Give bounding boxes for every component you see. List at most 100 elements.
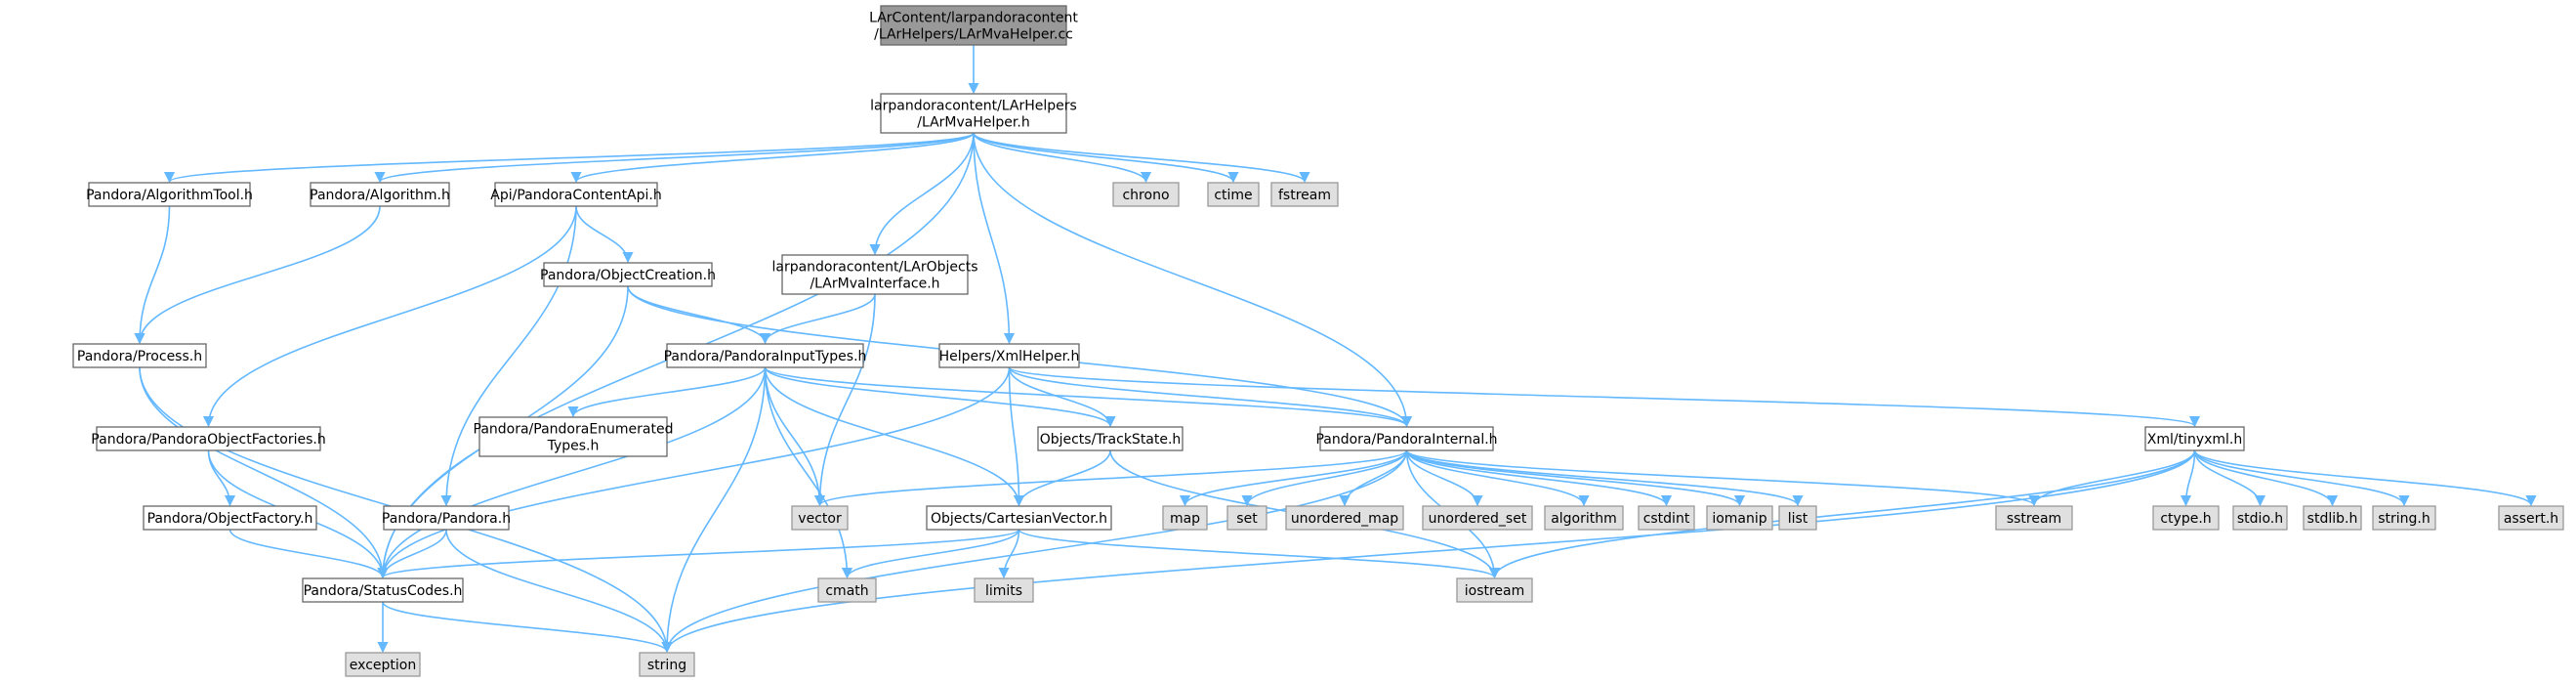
edge-xmlhelper-to-trackstate bbox=[1008, 366, 1116, 428]
edge-tinyxml-to-stdlib bbox=[2193, 449, 2339, 507]
edge-internal-to-algorithm bbox=[1405, 449, 1590, 507]
edge-xmlhelper-to-statuscodes bbox=[377, 366, 1011, 579]
node-fstream: fstream bbox=[1270, 182, 1339, 207]
node-label: unordered_set bbox=[1429, 511, 1527, 527]
edge-inputtypes-to-statuscodes bbox=[377, 366, 767, 579]
node-algtool[interactable]: Pandora/AlgorithmTool.h bbox=[86, 182, 253, 207]
edge-internal-to-uset bbox=[1405, 449, 1483, 507]
node-label: /LArMvaHelper.h bbox=[917, 115, 1029, 131]
node-label: ctime bbox=[1214, 188, 1252, 203]
node-label: list bbox=[1788, 511, 1808, 527]
edge-cartesian-to-iostream bbox=[1018, 529, 1500, 579]
edge-tinyxml-to-sstream bbox=[2028, 449, 2196, 507]
node-objfactories[interactable]: Pandora/PandoraObjectFactories.h bbox=[91, 426, 326, 451]
node-exception: exception bbox=[345, 652, 421, 677]
edge-cartesian-to-limits bbox=[998, 529, 1020, 579]
node-label: Pandora/PandoraObjectFactories.h bbox=[91, 432, 325, 448]
edge-api-to-pandora bbox=[440, 205, 577, 507]
edge-inputtypes-to-enumtypes bbox=[567, 366, 767, 418]
edge-tinyxml-to-string bbox=[661, 449, 2196, 654]
node-objfactory[interactable]: Pandora/ObjectFactory.h bbox=[143, 505, 317, 531]
node-umap: unordered_map bbox=[1285, 505, 1404, 531]
node-stdlib: stdlib.h bbox=[2303, 505, 2362, 531]
node-label: cmath bbox=[825, 583, 868, 599]
node-label: Pandora/StatusCodes.h bbox=[304, 583, 463, 599]
edge-mvahelper-to-api bbox=[570, 132, 975, 184]
node-api[interactable]: Api/PandoraContentApi.h bbox=[490, 182, 662, 207]
node-layer: LArContent/larpandoracontent/LArHelpers/… bbox=[72, 5, 2564, 677]
node-mvahelper[interactable]: larpandoracontent/LArHelpers/LArMvaHelpe… bbox=[870, 93, 1077, 134]
node-label: Objects/TrackState.h bbox=[1040, 432, 1182, 448]
edge-internal-to-map bbox=[1179, 449, 1408, 507]
edge-mvahelper-to-mvainterface bbox=[869, 132, 975, 256]
edge-inputtypes-to-string bbox=[661, 366, 767, 654]
node-internal[interactable]: Pandora/PandoraInternal.h bbox=[1315, 426, 1498, 451]
edge-mvainterface-to-inputtypes bbox=[759, 293, 876, 345]
edge-algtool-to-process bbox=[134, 205, 171, 345]
node-xmlhelper[interactable]: Helpers/XmlHelper.h bbox=[938, 343, 1080, 368]
edge-internal-to-cstdint bbox=[1405, 449, 1672, 507]
node-chrono: chrono bbox=[1112, 182, 1180, 207]
node-statuscodes[interactable]: Pandora/StatusCodes.h bbox=[302, 577, 464, 603]
node-label: vector bbox=[798, 511, 842, 527]
edge-tinyxml-to-stringh bbox=[2193, 449, 2410, 507]
node-label: /LArHelpers/LArMvaHelper.cc bbox=[874, 27, 1073, 43]
node-inputtypes[interactable]: Pandora/PandoraInputTypes.h bbox=[664, 343, 867, 368]
edge-layer bbox=[134, 44, 2537, 654]
node-label: chrono bbox=[1122, 188, 1169, 203]
node-cartesian[interactable]: Objects/CartesianVector.h bbox=[926, 505, 1112, 531]
node-label: Pandora/PandoraInputTypes.h bbox=[664, 349, 867, 364]
node-alg[interactable]: Pandora/Algorithm.h bbox=[310, 182, 450, 207]
node-label: Pandora/ObjectFactory.h bbox=[147, 511, 313, 527]
edge-mvahelper-to-alg bbox=[374, 132, 975, 184]
node-label: ctype.h bbox=[2160, 511, 2211, 527]
node-cmath: cmath bbox=[817, 577, 877, 603]
node-objcreation[interactable]: Pandora/ObjectCreation.h bbox=[540, 262, 716, 287]
node-trackstate[interactable]: Objects/TrackState.h bbox=[1037, 426, 1184, 451]
node-label: larpandoracontent/LArHelpers bbox=[870, 99, 1077, 114]
node-ctype: ctype.h bbox=[2152, 505, 2220, 531]
node-label: Pandora/PandoraEnumerated bbox=[474, 422, 674, 438]
edge-mvahelper-to-xmlhelper bbox=[973, 132, 1016, 345]
edge-mvahelper-to-chrono bbox=[973, 132, 1152, 184]
edge-internal-to-string bbox=[661, 449, 1408, 654]
edge-mvahelper-to-internal bbox=[973, 132, 1413, 428]
edge-tinyxml-to-stdio bbox=[2193, 449, 2266, 507]
node-label: Pandora/Algorithm.h bbox=[310, 188, 450, 203]
edge-statuscodes-to-string bbox=[382, 601, 673, 654]
node-label: fstream bbox=[1278, 188, 1331, 203]
edge-mvahelper-to-algtool bbox=[164, 132, 975, 184]
node-cstdint: cstdint bbox=[1638, 505, 1695, 531]
edge-inputtypes-to-trackstate bbox=[764, 366, 1116, 428]
edge-process-to-statuscodes bbox=[139, 366, 389, 579]
edge-trackstate-to-cartesian bbox=[1013, 449, 1111, 507]
edge-objcreation-to-inputtypes bbox=[627, 285, 771, 345]
node-label: Pandora/AlgorithmTool.h bbox=[86, 188, 253, 203]
node-assert: assert.h bbox=[2498, 505, 2564, 531]
node-process[interactable]: Pandora/Process.h bbox=[72, 343, 207, 368]
node-root: LArContent/larpandoracontent/LArHelpers/… bbox=[869, 5, 1078, 46]
node-label: Xml/tinyxml.h bbox=[2147, 432, 2243, 448]
node-label: /LArMvaInterface.h bbox=[810, 277, 939, 292]
edge-api-to-objfactories bbox=[202, 205, 577, 428]
node-label: string bbox=[647, 658, 686, 673]
edge-xmlhelper-to-tinyxml bbox=[1008, 366, 2200, 428]
edge-internal-to-set bbox=[1241, 449, 1408, 507]
node-tinyxml[interactable]: Xml/tinyxml.h bbox=[2144, 426, 2245, 451]
node-iomanip: iomanip bbox=[1706, 505, 1773, 531]
node-mvainterface[interactable]: larpandoracontent/LArObjects/LArMvaInter… bbox=[771, 254, 978, 295]
node-limits: limits bbox=[974, 577, 1034, 603]
edge-objfactories-to-objfactory bbox=[207, 449, 236, 507]
edge-internal-to-vector bbox=[814, 449, 1408, 507]
node-label: larpandoracontent/LArObjects bbox=[771, 260, 977, 276]
node-uset: unordered_set bbox=[1422, 505, 1533, 531]
node-label: Objects/CartesianVector.h bbox=[931, 511, 1107, 527]
node-stdio: stdio.h bbox=[2232, 505, 2288, 531]
node-pandora[interactable]: Pandora/Pandora.h bbox=[382, 505, 511, 531]
node-label: string.h bbox=[2378, 511, 2431, 527]
edge-tinyxml-to-ctype bbox=[2180, 449, 2196, 507]
node-ctime: ctime bbox=[1207, 182, 1260, 207]
node-label: stdlib.h bbox=[2307, 511, 2358, 527]
node-label: Types.h bbox=[547, 439, 600, 454]
